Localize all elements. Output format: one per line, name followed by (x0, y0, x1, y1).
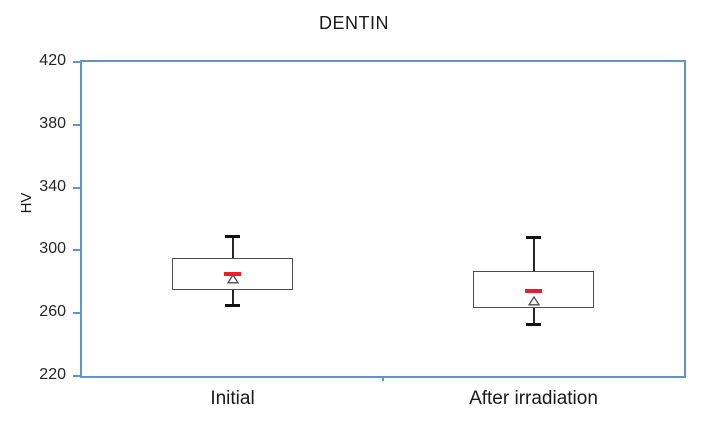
y-axis-tick-label: 260 (39, 303, 66, 321)
whisker-cap-bottom-initial (225, 303, 240, 307)
plot-area (80, 60, 686, 378)
whisker-cap-top-initial (225, 234, 240, 238)
x-axis-tick (382, 376, 384, 381)
whisker-lower-initial (231, 289, 234, 306)
y-axis-tick (73, 123, 82, 126)
y-axis-tick-label: 220 (39, 366, 66, 383)
whisker-upper-after-irradiation (532, 237, 535, 271)
whisker-cap-bottom-after-irradiation (526, 322, 541, 326)
y-axis-tick (73, 312, 82, 315)
x-category-label-initial: Initial (210, 388, 255, 409)
y-axis-tick (73, 249, 82, 252)
median-bar-initial (224, 271, 241, 276)
mean-marker-initial (226, 271, 239, 283)
y-axis-tick-label: 420 (39, 52, 66, 69)
mean-marker-after-irradiation (527, 293, 540, 305)
y-axis-tick (73, 61, 82, 63)
y-axis-tick (73, 186, 82, 189)
y-axis-tick-label: 300 (39, 240, 66, 258)
whisker-upper-initial (231, 236, 234, 259)
whisker-cap-top-after-irradiation (526, 236, 541, 240)
whisker-lower-after-irradiation (532, 308, 535, 325)
y-axis-tick-label: 380 (39, 114, 66, 132)
y-axis-tick (73, 375, 82, 377)
y-axis-tick-label: 340 (39, 177, 66, 195)
x-category-label-after-irradiation: After irradiation (469, 388, 598, 409)
median-bar-after-irradiation (525, 289, 542, 294)
chart-title: DENTIN (319, 13, 389, 33)
